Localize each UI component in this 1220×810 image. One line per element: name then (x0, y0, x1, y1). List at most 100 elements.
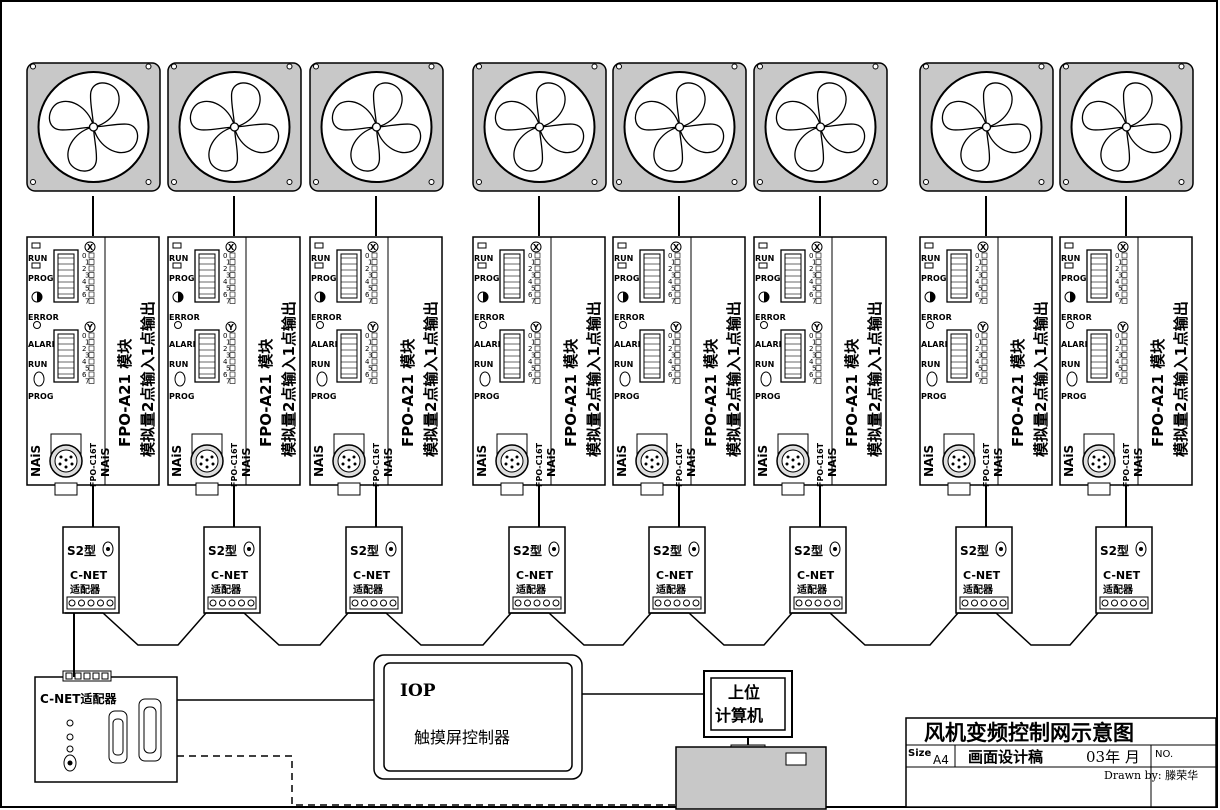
svg-text:3: 3 (226, 352, 230, 360)
module-sub: 模拟量2点输入1点输出 (585, 301, 603, 457)
svg-text:X: X (980, 243, 987, 252)
svg-text:PROG: PROG (1061, 392, 1086, 401)
svg-text:4: 4 (223, 358, 228, 366)
svg-text:0: 0 (223, 332, 227, 340)
module-text: FPO-A21 模块 (1149, 338, 1167, 447)
svg-text:7: 7 (812, 298, 816, 306)
svg-text:X: X (228, 243, 235, 252)
svg-text:NAiS: NAiS (170, 445, 184, 477)
svg-text:4: 4 (975, 358, 980, 366)
size-value: A4 (933, 753, 949, 767)
led-label: RUN (614, 254, 633, 263)
svg-text:Y: Y (532, 323, 539, 332)
host-computer: 上位 计算机 (675, 670, 827, 810)
svg-text:1: 1 (1118, 339, 1122, 347)
svg-text:7: 7 (671, 378, 675, 386)
svg-text:2: 2 (668, 265, 672, 273)
adapter-type: S2型 (208, 543, 237, 558)
svg-text:6: 6 (809, 371, 814, 379)
led-label: RUN (1061, 254, 1080, 263)
svg-text:5: 5 (812, 285, 816, 293)
svg-text:3: 3 (671, 352, 675, 360)
svg-text:0: 0 (365, 332, 369, 340)
svg-text:2: 2 (975, 345, 979, 353)
svg-text:2: 2 (528, 345, 532, 353)
svg-text:6: 6 (82, 371, 87, 379)
fan-unit (753, 62, 888, 236)
svg-text:FPO-C16T: FPO-C16T (372, 442, 381, 487)
plc-row: RUNPROG.ERRORALARMRUNPROGX01234567Y01234… (26, 236, 1193, 496)
svg-text:1: 1 (226, 259, 230, 267)
svg-text:5: 5 (226, 285, 230, 293)
svg-text:C-NET: C-NET (1103, 569, 1141, 582)
plc-module: RUNPROG.ERRORALARMRUNPROGX01234567Y01234… (612, 236, 746, 496)
svg-text:Y: Y (979, 323, 986, 332)
svg-text:2: 2 (365, 345, 369, 353)
led-label: RUN (921, 254, 940, 263)
svg-text:3: 3 (368, 272, 372, 280)
svg-text:适配器: 适配器 (70, 583, 101, 596)
svg-text:适配器: 适配器 (797, 583, 828, 596)
svg-text:NAiS: NAiS (382, 448, 395, 477)
svg-text:NAiS: NAiS (240, 448, 253, 477)
svg-text:2: 2 (223, 265, 227, 273)
module-sub: 模拟量2点输入1点输出 (725, 301, 743, 457)
led-label: RUN (28, 254, 47, 263)
led-label: PROG. (474, 274, 502, 283)
svg-text:0: 0 (223, 252, 227, 260)
size-label: Size (908, 748, 931, 759)
svg-text:4: 4 (809, 278, 814, 286)
svg-text:X: X (87, 243, 94, 252)
led-label: ALARM (614, 340, 646, 349)
svg-text:C-NET: C-NET (516, 569, 554, 582)
svg-text:6: 6 (809, 291, 814, 299)
svg-text:C-NET: C-NET (656, 569, 694, 582)
svg-text:NAiS: NAiS (992, 448, 1005, 477)
led-label: ERROR (169, 313, 200, 322)
adapter-type: S2型 (960, 543, 989, 558)
led-label: RUN (311, 254, 330, 263)
computer-line1: 上位 (728, 683, 760, 702)
plc-module: RUNPROG.ERRORALARMRUNPROGX01234567Y01234… (26, 236, 160, 496)
svg-text:3: 3 (85, 352, 89, 360)
svg-text:1: 1 (85, 339, 89, 347)
svg-text:1: 1 (85, 259, 89, 267)
svg-text:RUN: RUN (311, 360, 330, 369)
svg-text:X: X (673, 243, 680, 252)
led-label: PROG. (755, 274, 783, 283)
svg-text:2: 2 (975, 265, 979, 273)
adapter-type: S2型 (794, 543, 823, 558)
svg-text:6: 6 (668, 291, 673, 299)
plc-module: RUNPROG.ERRORALARMRUNPROGX01234567Y01234… (753, 236, 887, 496)
svg-text:PROG: PROG (474, 392, 499, 401)
svg-text:RUN: RUN (1061, 360, 1080, 369)
svg-text:FPO-C16T: FPO-C16T (535, 442, 544, 487)
main-adapter-label: C-NET适配器 (40, 691, 117, 706)
svg-text:5: 5 (978, 365, 982, 373)
svg-text:7: 7 (671, 298, 675, 306)
svg-text:5: 5 (1118, 285, 1122, 293)
svg-text:C-NET: C-NET (70, 569, 108, 582)
led-label: ERROR (474, 313, 505, 322)
svg-text:Y: Y (86, 323, 93, 332)
svg-text:7: 7 (812, 378, 816, 386)
svg-text:适配器: 适配器 (516, 583, 547, 596)
led-label: ERROR (921, 313, 952, 322)
svg-text:1: 1 (978, 339, 982, 347)
svg-text:0: 0 (365, 252, 369, 260)
svg-text:X: X (1120, 243, 1127, 252)
svg-text:1: 1 (978, 259, 982, 267)
svg-text:4: 4 (365, 278, 370, 286)
svg-text:6: 6 (975, 291, 980, 299)
led-label: ERROR (1061, 313, 1092, 322)
svg-text:2: 2 (223, 345, 227, 353)
fan-unit (309, 62, 444, 236)
led-label: ALARM (311, 340, 343, 349)
svg-text:NAiS: NAiS (312, 445, 326, 477)
svg-text:6: 6 (365, 371, 370, 379)
